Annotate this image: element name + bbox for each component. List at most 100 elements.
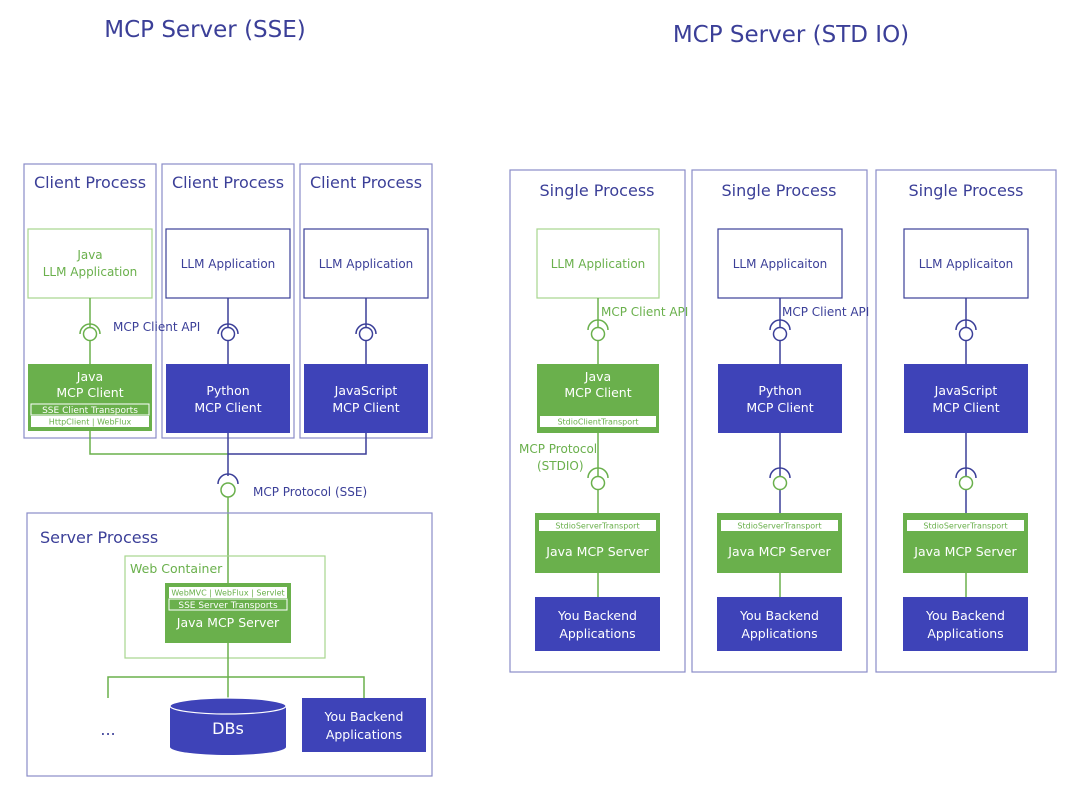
interface-lollipop-icon: [958, 475, 974, 491]
http-client-webflux-box: [31, 416, 149, 427]
web-container-label: Web Container: [130, 561, 223, 576]
java-mcp-server-label: Java MCP Server: [176, 615, 280, 630]
backend-line1: You Backend: [557, 608, 637, 623]
single-process-frame-java: [509, 169, 686, 673]
sse-client-transports-label: SSE Client Transports: [42, 406, 138, 416]
backend-line2: Applications: [741, 626, 817, 641]
sse-client-transports-box: [30, 403, 150, 416]
http-client-webflux-label: HttpClient | WebFlux: [49, 418, 132, 427]
javascript-mcp-client-line1: JavaScript: [934, 383, 998, 398]
sse-server-transports-box: [168, 598, 288, 611]
mcp-client-api-label: MCP Client API: [601, 305, 688, 319]
sse-server-transports-label: SSE Server Transports: [178, 601, 278, 611]
python-mcp-client-line1: Python: [758, 383, 801, 398]
javascript-mcp-client-line2: MCP Client: [932, 400, 999, 415]
interface-socket-icon: [955, 319, 977, 331]
mcp-client-api-label: MCP Client API: [782, 305, 869, 319]
sse-title: MCP Server (SSE): [104, 17, 306, 43]
java-mcp-client-line1: Java: [76, 369, 103, 384]
mcp-protocol-stdio-line2: (STDIO): [537, 459, 584, 473]
web-container-frame: [124, 555, 326, 659]
interface-lollipop-icon: [590, 475, 606, 491]
java-mcp-client-line2: MCP Client: [564, 385, 631, 400]
server-process-label: Server Process: [40, 528, 158, 547]
backend-applications-block: [535, 597, 660, 651]
backend-line1: You Backend: [925, 608, 1005, 623]
frameworks-label: WebMVC | WebFlux | Servlet: [171, 589, 284, 598]
more-ellipsis: ...: [100, 720, 115, 739]
python-mcp-client-line2: MCP Client: [194, 400, 261, 415]
llm-application-box: [165, 228, 291, 299]
mcp-protocol-stdio-line1: MCP Protocol: [519, 442, 597, 456]
backend-applications-block: [903, 597, 1028, 651]
single-process-label: Single Process: [722, 181, 837, 200]
single-process-frame-javascript: [875, 169, 1057, 673]
single-process-label: Single Process: [909, 181, 1024, 200]
interface-socket-icon: [217, 323, 239, 335]
interface-socket-icon: [955, 467, 977, 479]
interface-lollipop-icon: [590, 326, 606, 342]
interface-lollipop-icon: [358, 326, 374, 342]
backend-applications-block: [302, 698, 426, 752]
interface-socket-icon: [355, 323, 377, 335]
stdio-server-transport-box: [721, 520, 838, 531]
java-mcp-client-line1: Java: [584, 369, 611, 384]
java-mcp-server-label: Java MCP Server: [913, 544, 1017, 559]
stdio-client-transport-box: [540, 416, 656, 427]
llm-application-box: [903, 228, 1029, 299]
java-llm-app-line1: Java: [76, 248, 102, 262]
java-llm-application-box: [27, 228, 153, 299]
python-mcp-client-block: [166, 364, 290, 433]
single-process-frame-python: [691, 169, 868, 673]
javascript-mcp-client-line1: JavaScript: [334, 383, 398, 398]
client-process-label: Client Process: [172, 173, 284, 192]
python-mcp-client-line2: MCP Client: [746, 400, 813, 415]
stdio-server-transport-label: StdioServerTransport: [737, 522, 821, 531]
javascript-mcp-client-block: [904, 364, 1028, 433]
llm-application-label: LLM Application: [551, 257, 646, 271]
interface-socket-icon: [769, 467, 791, 479]
python-mcp-client-block: [718, 364, 842, 433]
backend-applications-block: [717, 597, 842, 651]
llm-application-box: [536, 228, 660, 299]
interface-socket-icon: [587, 319, 609, 331]
backend-line1: You Backend: [324, 709, 404, 724]
interface-lollipop-icon: [772, 326, 788, 342]
server-process-frame: [26, 512, 433, 777]
mcp-protocol-sse-label: MCP Protocol (SSE): [253, 485, 367, 499]
java-mcp-client-line2: MCP Client: [56, 385, 123, 400]
javascript-mcp-client-block: [304, 364, 428, 433]
stdio-server-transport-label: StdioServerTransport: [555, 522, 639, 531]
java-mcp-server-label: Java MCP Server: [545, 544, 649, 559]
llm-application-label: LLM Applicaiton: [919, 257, 1014, 271]
javascript-mcp-client-line2: MCP Client: [332, 400, 399, 415]
client-process-label: Client Process: [34, 173, 146, 192]
backend-line2: Applications: [559, 626, 635, 641]
database-icon: [169, 697, 287, 755]
backend-line1: You Backend: [739, 608, 819, 623]
interface-socket-icon: [79, 323, 101, 335]
interface-socket-icon: [587, 467, 609, 479]
stdio-title: MCP Server (STD IO): [673, 22, 909, 48]
interface-lollipop-icon: [82, 326, 98, 342]
client-process-label: Client Process: [310, 173, 422, 192]
interface-lollipop-icon: [772, 475, 788, 491]
interface-lollipop-icon: [220, 482, 236, 498]
interface-socket-icon: [769, 319, 791, 331]
backend-line2: Applications: [927, 626, 1003, 641]
mcp-client-api-label: MCP Client API: [113, 320, 200, 334]
frameworks-box: [169, 587, 287, 598]
interface-lollipop-icon: [220, 326, 236, 342]
java-llm-app-line2: LLM Application: [43, 265, 138, 279]
stdio-server-transport-box: [907, 520, 1024, 531]
backend-line2: Applications: [326, 727, 402, 742]
llm-application-label: LLM Applicaiton: [733, 257, 828, 271]
single-process-label: Single Process: [540, 181, 655, 200]
python-mcp-client-line1: Python: [206, 383, 249, 398]
java-mcp-server-label: Java MCP Server: [727, 544, 831, 559]
llm-application-box: [717, 228, 843, 299]
llm-application-label: LLM Application: [319, 257, 414, 271]
dbs-label: DBs: [212, 719, 244, 738]
interface-lollipop-icon: [958, 326, 974, 342]
